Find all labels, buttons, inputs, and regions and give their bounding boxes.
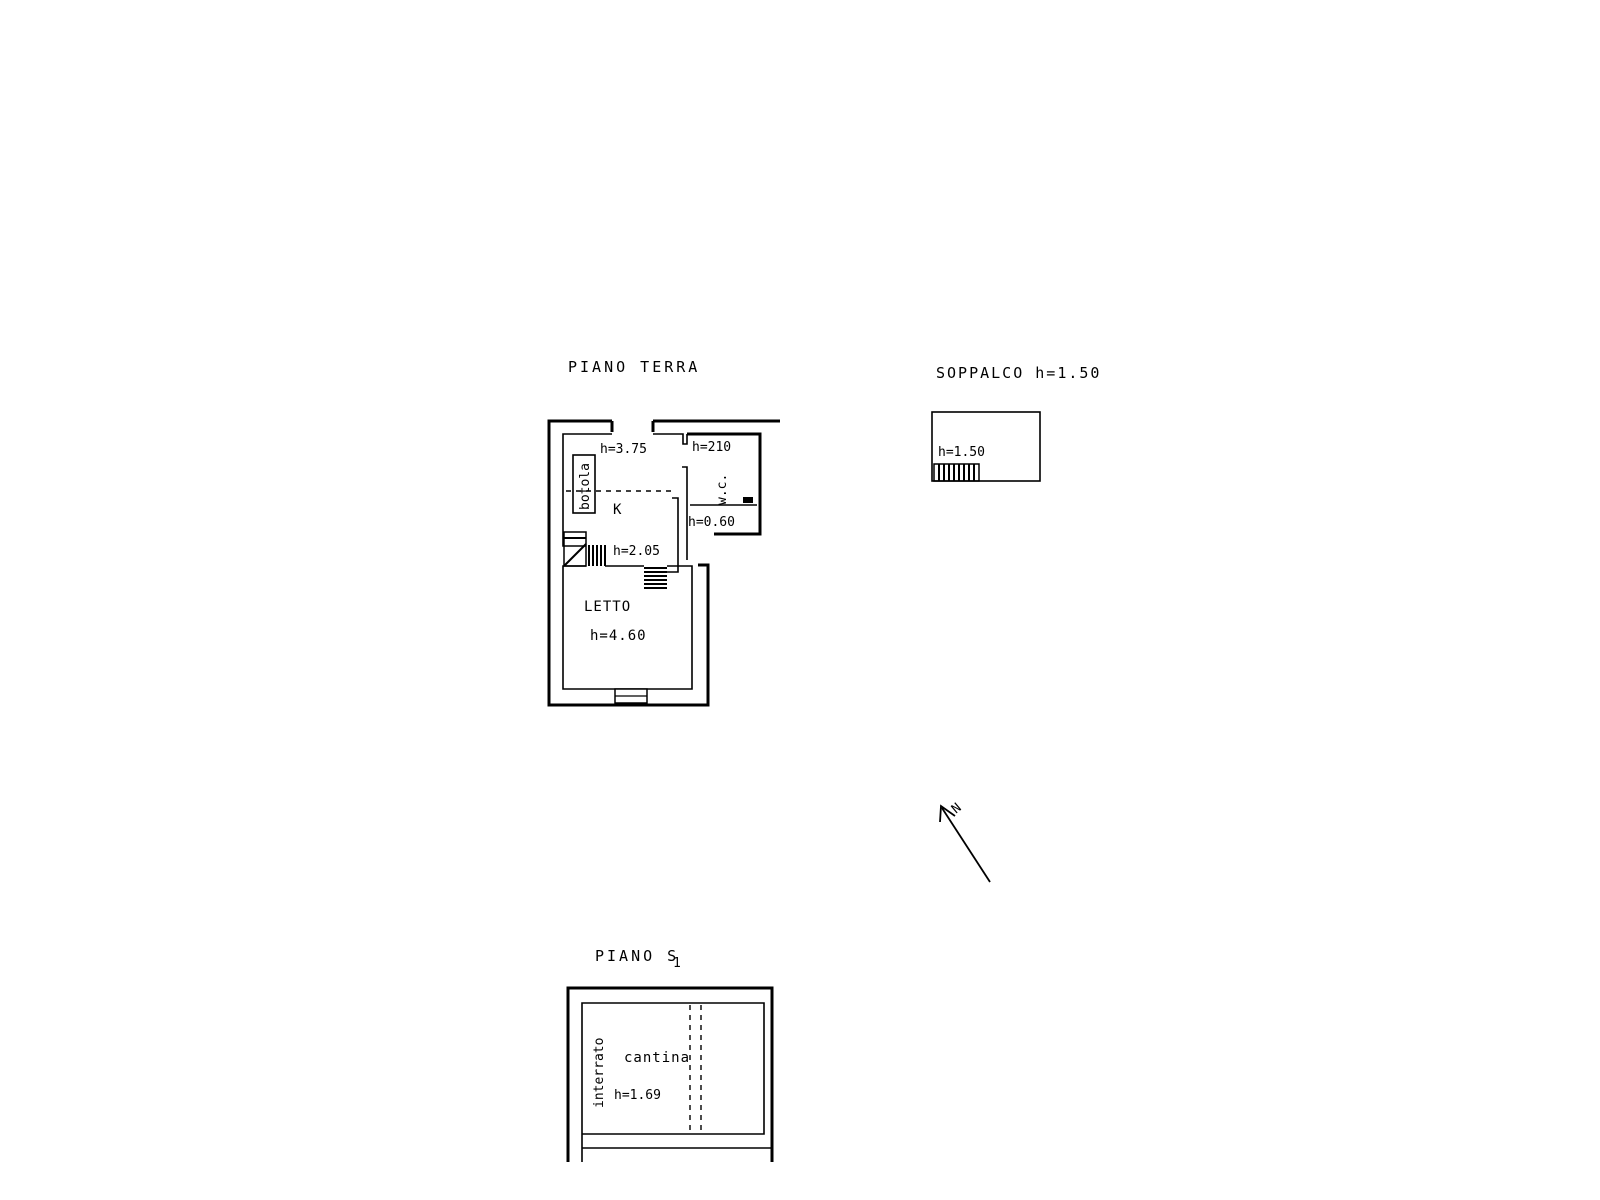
- stair-height-label: h=2.05: [613, 544, 660, 559]
- basement-outer-wall: [566, 986, 774, 1162]
- kitchen-inner-wall-right: [653, 433, 688, 445]
- basement-inner-wall: [581, 1002, 765, 1162]
- wc-partition-inner: [667, 497, 679, 573]
- ground-floor-plan: PIANO TERRA botola h=3.75 K h=210 w.c. h…: [547, 358, 780, 707]
- mezzanine-outline: [931, 411, 1041, 482]
- wc-wall: [687, 432, 762, 536]
- kitchen-label: K: [613, 502, 622, 518]
- basement-room-label: cantina: [624, 1050, 690, 1066]
- basement-title-subscript: 1: [673, 956, 681, 971]
- north-arrow: N: [939, 801, 991, 883]
- stairs-right: [644, 567, 667, 589]
- wc-step-height-label: h=0.60: [688, 515, 735, 530]
- stairs-left: [563, 531, 606, 567]
- basement-height-label: h=1.69: [614, 1088, 661, 1103]
- ground-floor-title: PIANO TERRA: [568, 358, 700, 376]
- wc-height-label: h=210: [692, 440, 731, 455]
- wc-fixture: [743, 497, 753, 503]
- mezzanine-plan: SOPPALCO h=1.50 h=1.50: [931, 364, 1101, 482]
- bedroom-window: [614, 688, 648, 704]
- basement-side-label: interrato: [592, 1038, 607, 1108]
- trapdoor-label: botola: [578, 463, 593, 510]
- mezzanine-ladder: [933, 463, 980, 482]
- bedroom-height-label: h=4.60: [590, 628, 647, 644]
- north-label: N: [949, 801, 965, 818]
- bedroom-label: LETTO: [584, 599, 631, 615]
- basement-plan: PIANO S 1 interrato cantina h=1.69: [566, 947, 774, 1162]
- trapdoor-box: [572, 454, 596, 514]
- wc-label: w.c.: [715, 474, 730, 505]
- basement-title: PIANO S: [595, 947, 679, 965]
- wc-partition: [682, 466, 688, 560]
- outer-wall-left: [547, 419, 710, 707]
- mezzanine-height-label: h=1.50: [938, 445, 985, 460]
- mezzanine-title: SOPPALCO h=1.50: [936, 364, 1101, 382]
- kitchen-inner-wall: [562, 433, 612, 547]
- kitchen-height-label: h=3.75: [600, 442, 647, 457]
